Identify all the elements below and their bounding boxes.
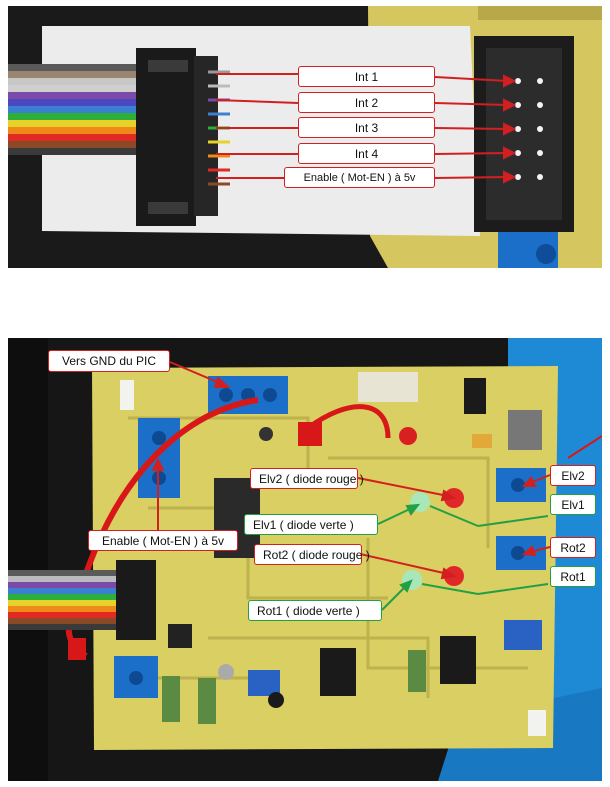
- label-int4: Int 4: [298, 143, 435, 164]
- label-elv1-led: Elv1 ( diode verte ): [244, 514, 378, 535]
- label-rot2-led: Rot2 ( diode rouge ): [254, 544, 370, 565]
- label-rot1: Rot1: [550, 566, 596, 587]
- label-int3: Int 3: [298, 117, 435, 138]
- label-elv1: Elv1: [550, 494, 596, 515]
- control-board-photo: Vers GND du PIC Enable ( Mot-EN ) à 5v E…: [8, 338, 602, 781]
- header-socket: [474, 36, 574, 232]
- green-arrows: [377, 503, 549, 611]
- red-arrows: [151, 361, 551, 580]
- components: [120, 372, 546, 736]
- label-elv2: Elv2: [550, 465, 596, 486]
- label-enable-top: Enable ( Mot-EN ) à 5v: [284, 167, 435, 188]
- label-vers-gnd: Vers GND du PIC: [48, 350, 170, 372]
- label-rot1-led: Rot1 ( diode verte ): [248, 600, 382, 621]
- terminal-blocks: [114, 376, 546, 698]
- label-int2: Int 2: [298, 92, 435, 113]
- idc-connector: [136, 48, 230, 226]
- ribbon-connector-photo: Int 1 Int 2 Int 3 Int 4 Enable ( Mot-EN …: [8, 6, 602, 268]
- pin-arrows: [215, 73, 517, 184]
- ribbon-cable: [8, 560, 156, 660]
- label-int1: Int 1: [298, 66, 435, 87]
- label-rot2: Rot2: [550, 537, 596, 558]
- ribbon-cable: [8, 64, 158, 155]
- label-enable-bottom: Enable ( Mot-EN ) à 5v: [88, 530, 238, 551]
- label-elv2-led: Elv2 ( diode rouge ): [250, 468, 364, 489]
